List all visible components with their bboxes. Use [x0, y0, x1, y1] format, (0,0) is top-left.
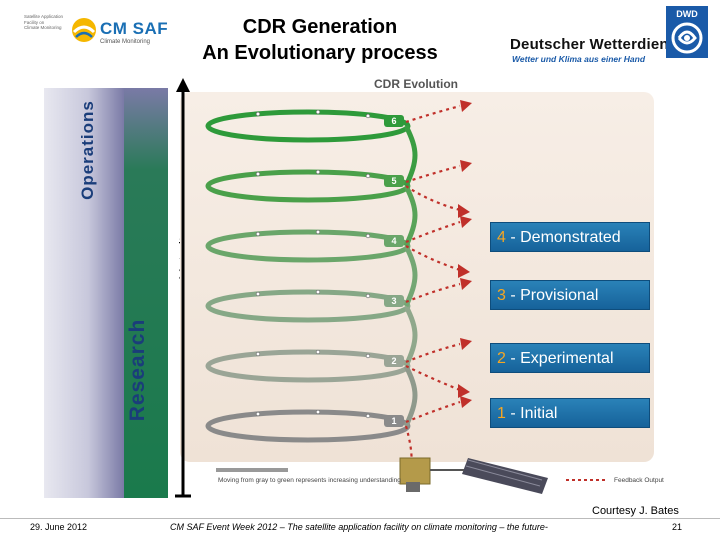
- courtesy-note: Courtesy J. Bates: [592, 505, 679, 517]
- level-badge-6: 6: [391, 116, 396, 126]
- title-line-2: An Evolutionary process: [202, 42, 438, 64]
- feedback-arrow-2: [405, 342, 461, 364]
- level-2-number: 2: [497, 350, 506, 367]
- maturity-arrow-head: [176, 78, 190, 92]
- level-1-initial: 1 - Initial: [490, 398, 650, 428]
- feedback-arrow-9: [405, 185, 461, 212]
- level-4-demonstrated: 4 - Demonstrated: [490, 222, 650, 252]
- level-badge-4-bg: [384, 235, 404, 247]
- title-line-1: CDR Generation: [242, 16, 398, 38]
- footer-event: CM SAF Event Week 2012 – The satellite a…: [170, 522, 548, 532]
- dwd-logo-text: DWD: [676, 9, 698, 19]
- spiral-connector-1: [403, 364, 418, 428]
- dwd-logo-icon: DWD: [666, 6, 708, 58]
- level-badge-2: 2: [391, 356, 396, 366]
- footer-divider: [0, 518, 720, 519]
- level-badges: 1 2 3 4 5 6: [384, 115, 404, 427]
- operations-label: Operations: [78, 100, 97, 200]
- level-2-experimental: 2 - Experimental: [490, 343, 650, 373]
- org-line-2: Facility on: [24, 19, 45, 25]
- level-3-label: - Provisional: [505, 287, 599, 304]
- org-name-small: Satellite Application Facility on Climat…: [24, 14, 64, 31]
- level-badge-5-bg: [384, 175, 404, 187]
- legend-gray-green: Moving from gray to green represents inc…: [218, 477, 401, 484]
- loop-dots: [255, 109, 371, 419]
- level-badge-3: 3: [391, 296, 396, 306]
- cmsaf-subtitle: Climate Monitoring: [100, 39, 151, 45]
- dwd-name: Deutscher Wetterdienst: [510, 36, 683, 53]
- feedback-arrow-5: [405, 164, 461, 184]
- level-1-number: 1: [497, 405, 506, 422]
- spiral-connector-2: [403, 304, 418, 368]
- legend-feedback: Feedback Output: [614, 477, 664, 484]
- level-badge-3-bg: [384, 295, 404, 307]
- level-4-number: 4: [497, 229, 506, 246]
- level-2-label: - Experimental: [505, 350, 614, 367]
- spiral-connector-3: [403, 244, 418, 308]
- research-bar: [124, 88, 168, 498]
- level-4-label: - Demonstrated: [505, 229, 621, 246]
- level-badge-6-bg: [384, 115, 404, 127]
- dwd-tagline: Wetter und Klima aus einer Hand: [512, 54, 646, 64]
- cmsaf-header-logo: Satellite Application Facility on Climat…: [24, 10, 174, 50]
- cmsaf-logo-text: CM SAF: [100, 19, 169, 38]
- level-badge-1-bg: [384, 415, 404, 427]
- footer-date: 29. June 2012: [30, 522, 88, 532]
- diagram-title: CDR Evolution: [374, 77, 458, 91]
- level-3-number: 3: [497, 287, 506, 304]
- page-title: CDR Generation An Evolutionary process: [190, 14, 450, 66]
- level-badge-5: 5: [391, 176, 396, 186]
- feedback-arrow-10: [405, 365, 461, 392]
- feedback-arrow-3: [405, 282, 461, 304]
- level-badge-1: 1: [391, 416, 396, 426]
- spiral-connector-5: [403, 124, 418, 188]
- cmsaf-sun-icon: [72, 18, 96, 42]
- satellite-icon: [399, 457, 548, 494]
- level-badge-4: 4: [391, 236, 396, 246]
- org-line-1: Satellite Application: [24, 14, 64, 19]
- research-label: Research: [126, 318, 149, 422]
- spiral-connector-4: [403, 184, 418, 248]
- page-number: 21: [672, 522, 683, 532]
- feedback-arrow-6: [405, 104, 461, 124]
- level-badge-2-bg: [384, 355, 404, 367]
- org-line-3: Climate Monitoring: [24, 25, 62, 30]
- level-3-provisional: 3 - Provisional: [490, 280, 650, 310]
- operations-bar: [44, 88, 124, 498]
- feedback-arrow-heads: [458, 100, 472, 408]
- feedback-arrow-8: [405, 245, 461, 272]
- level-1-label: - Initial: [505, 405, 558, 422]
